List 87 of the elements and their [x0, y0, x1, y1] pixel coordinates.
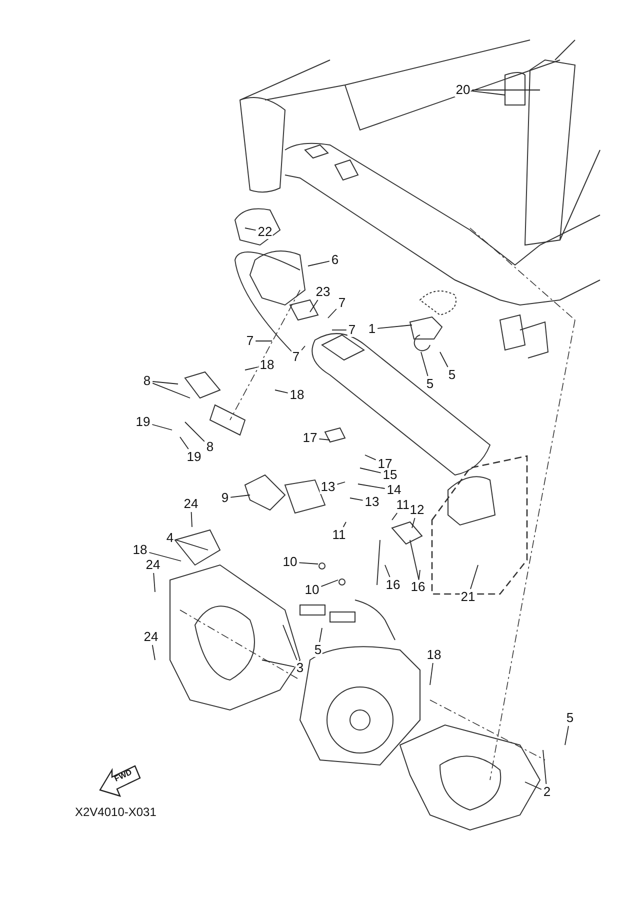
callout-number: 18 [288, 388, 306, 402]
callout-number: 24 [144, 558, 162, 572]
drawing-code: X2V4010-X031 [75, 805, 156, 819]
callout-number: 24 [182, 497, 200, 511]
leader-line [175, 539, 208, 550]
leader-line [320, 580, 338, 587]
callout-number: 5 [313, 643, 323, 657]
leader-line [336, 482, 346, 485]
leader-line [301, 346, 306, 351]
leader-line [412, 518, 416, 528]
callout-number: 8 [142, 374, 152, 388]
callout-number: 18 [426, 648, 442, 662]
callout-number: 18 [258, 358, 276, 372]
callout-number: 22 [256, 225, 274, 239]
callout-number: 16 [384, 578, 402, 592]
leader-line [418, 570, 420, 580]
leader-line [274, 390, 288, 394]
leader-line [318, 438, 330, 440]
callout-number: 13 [364, 495, 380, 509]
callout-number: 18 [132, 543, 148, 557]
leader-line [262, 660, 295, 668]
leader-line [180, 436, 189, 450]
leader-line [470, 564, 478, 590]
leader-line [184, 422, 205, 442]
leader-line [152, 381, 178, 384]
leader-line [255, 340, 272, 342]
callout-number: 11 [331, 528, 347, 542]
callout-number: 19 [186, 450, 202, 464]
leader-line [358, 484, 386, 489]
leader-line [364, 454, 376, 460]
callout-number: 10 [282, 555, 298, 569]
leader-line [542, 750, 547, 784]
leader-line [472, 90, 506, 96]
leader-line [319, 628, 322, 642]
callout-number: 12 [408, 503, 426, 517]
leader-line [440, 352, 448, 368]
callout-number: 7 [245, 334, 255, 348]
callout-number: 6 [330, 253, 340, 267]
callout-number: 24 [142, 630, 160, 644]
callout-number: 10 [304, 583, 320, 597]
callout-number: 17 [302, 431, 318, 445]
leader-line [153, 572, 156, 592]
callout-number: 20 [454, 83, 472, 97]
leader-line [152, 382, 190, 398]
leader-line [392, 512, 398, 520]
leader-line [564, 726, 569, 746]
callout-number: 5 [565, 711, 575, 725]
leader-line [524, 782, 542, 790]
leader-line [282, 624, 298, 660]
leader-line [328, 308, 337, 318]
callout-number: 4 [165, 531, 175, 545]
callout-number: 14 [386, 483, 402, 497]
callout-number: 9 [220, 491, 230, 505]
callout-number: 3 [295, 661, 305, 675]
leader-line [244, 366, 258, 370]
leader-line [298, 562, 318, 564]
callout-number: 7 [347, 323, 357, 337]
leader-line [310, 300, 318, 312]
callout-number: 7 [291, 350, 301, 364]
callout-number: 15 [382, 468, 398, 482]
callout-number: 7 [337, 296, 347, 310]
leader-line [350, 498, 364, 501]
leader-line [148, 552, 182, 562]
leader-line [152, 644, 156, 660]
leader-line [230, 494, 250, 498]
leader-line [420, 352, 428, 376]
callout-number: 21 [460, 590, 476, 604]
callout-number: 5 [447, 368, 457, 382]
leader-line [384, 564, 390, 578]
leader-line [377, 324, 412, 329]
leader-line [244, 228, 256, 231]
leader-line [190, 512, 192, 528]
callout-number: 23 [314, 285, 332, 299]
callout-number: 19 [134, 415, 152, 429]
callout-number: 16 [410, 580, 426, 594]
callout-number: 2 [542, 785, 552, 799]
callout-number: 11 [395, 498, 411, 512]
callout-number: 13 [320, 480, 336, 494]
callout-number: 5 [425, 377, 435, 391]
leader-line [342, 522, 346, 528]
leader-line [430, 662, 434, 686]
leader-line [360, 468, 382, 474]
direction-label: FWD [112, 768, 134, 784]
leader-line [308, 260, 330, 266]
callout-number: 8 [205, 440, 215, 454]
leader-line [152, 424, 172, 430]
callout-number: 1 [367, 322, 377, 336]
